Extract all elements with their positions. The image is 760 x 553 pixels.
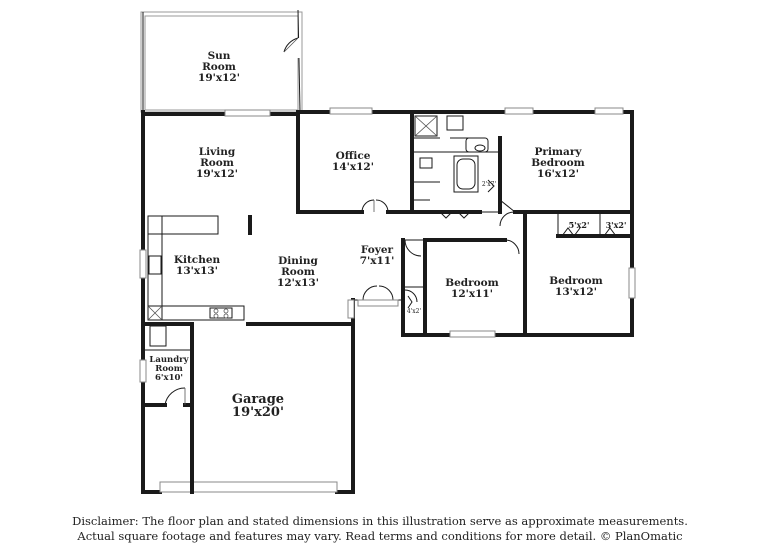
dining-room-dims: 12'x13': [277, 277, 319, 289]
bedroom-2-dims: 12'x11': [451, 288, 493, 300]
garage-dims: 19'x20': [232, 405, 284, 420]
sun-room-dims: 19'x12': [198, 72, 240, 84]
office-name: Office: [336, 150, 371, 162]
sun-room-name-1: Sun: [208, 50, 231, 62]
primary-bedroom-name-1: Primary: [535, 146, 583, 158]
laundry-room-name-1: Laundry: [149, 355, 189, 365]
dining-room-name-2: Room: [281, 266, 315, 278]
dining-room-name-1: Dining: [278, 255, 318, 267]
closet-label-c: 2'x7': [482, 181, 497, 188]
bedroom-3-dims: 13'x12': [555, 286, 597, 298]
foyer-name: Foyer: [361, 244, 394, 256]
office-dims: 14'x12': [332, 161, 374, 173]
laundry-room-dims: 6'x10': [155, 373, 183, 383]
kitchen-name: Kitchen: [174, 254, 221, 266]
primary-bedroom-name-2: Bedroom: [531, 157, 585, 169]
living-room-dims: 19'x12': [196, 168, 238, 180]
doors: [347, 179, 617, 319]
garage-name: Garage: [232, 392, 284, 407]
kitchen-dims: 13'x13': [176, 265, 218, 277]
interior-walls: [141, 110, 634, 407]
closet-label-a: 5'x2': [569, 220, 590, 230]
closet-label-d: 4'x2': [407, 308, 422, 315]
disclaimer-line-1: Disclaimer: The floor plan and stated di…: [72, 514, 688, 528]
laundry-room-name-2: Room: [155, 364, 182, 374]
living-room-name-2: Room: [200, 157, 234, 169]
bedroom-3-name: Bedroom: [549, 275, 603, 287]
primary-bedroom-dims: 16'x12': [537, 168, 579, 180]
floor-plan: Sun Room 19'x12' Living Room 19'x12' Off…: [139, 9, 636, 494]
closet-label-b: 3'x2': [606, 220, 627, 230]
sun-room-name-2: Room: [202, 61, 236, 73]
room-labels: Sun Room 19'x12' Living Room 19'x12' Off…: [149, 50, 626, 420]
sun-room-walls: [140, 9, 303, 113]
foyer-dims: 7'x11': [360, 255, 395, 267]
living-room-name-1: Living: [199, 146, 236, 158]
bedroom-2-name: Bedroom: [445, 277, 499, 289]
disclaimer-line-2: Actual square footage and features may v…: [77, 529, 683, 543]
windows: [139, 107, 636, 383]
